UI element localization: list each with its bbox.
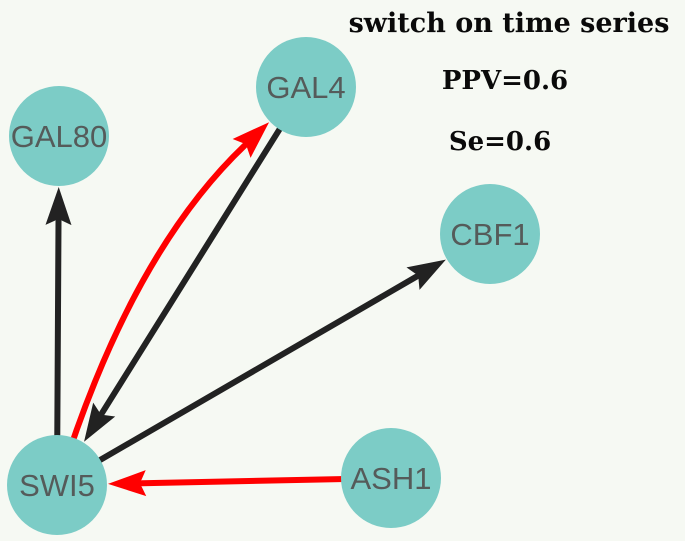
edge-swi5-to-cbf1-arrowhead (406, 259, 446, 290)
node-gal80-circle (9, 86, 109, 186)
edge-swi5-to-cbf1 (58, 259, 446, 486)
node-swi5-circle (7, 435, 107, 535)
edge-ash1-to-swi5-arrowhead (107, 470, 147, 497)
node-swi5: SWI5 (7, 435, 107, 535)
node-cbf1: CBF1 (440, 184, 540, 284)
edges-layer (45, 88, 446, 497)
edge-swi5-to-gal4-arrowhead (232, 122, 270, 158)
edge-gal4-to-swi5 (84, 88, 307, 442)
edge-swi5-to-gal4-line (56, 142, 248, 484)
node-gal4: GAL4 (256, 37, 356, 137)
node-ash1: ASH1 (341, 428, 441, 528)
edge-gal4-to-swi5-arrowhead (84, 402, 116, 442)
node-gal80-label: GAL80 (11, 119, 108, 154)
ppv-metric: PPV=0.6 (441, 66, 569, 96)
node-cbf1-circle (440, 184, 540, 284)
node-ash1-label: ASH1 (351, 461, 432, 496)
node-ash1-circle (341, 428, 441, 528)
edge-gal4-to-swi5-line (99, 88, 307, 416)
diagram-title: switch on time series (348, 8, 670, 39)
se-metric: Se=0.6 (448, 127, 552, 157)
edge-swi5-to-cbf1-line (58, 273, 420, 486)
node-gal80: GAL80 (9, 86, 109, 186)
node-swi5-label: SWI5 (19, 468, 95, 503)
edge-swi5-to-gal4 (56, 122, 270, 484)
node-gal4-circle (256, 37, 356, 137)
node-gal4-label: GAL4 (266, 70, 345, 105)
edge-swi5-to-gal80-arrowhead (45, 186, 72, 226)
node-cbf1-label: CBF1 (450, 217, 529, 252)
